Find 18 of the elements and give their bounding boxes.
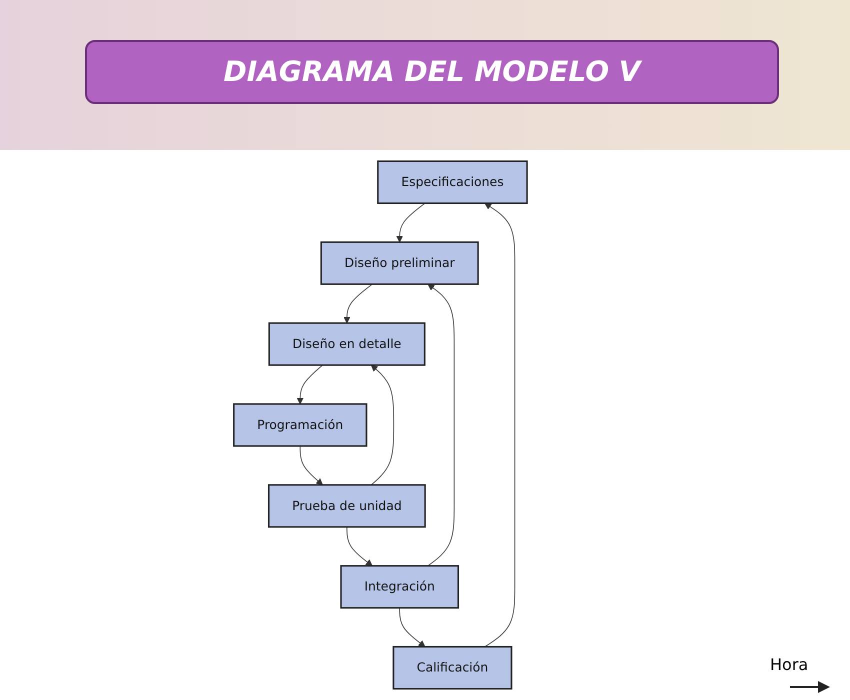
arrow [346, 526, 372, 566]
node-box: Diseño en detalle [268, 322, 425, 366]
axis-label: Hora [770, 655, 808, 674]
node-box: Especificaciones [376, 160, 528, 204]
node-box: Calificación [392, 646, 512, 690]
node-box: Diseño preliminar [320, 241, 478, 285]
arrow [398, 607, 425, 648]
arrow [427, 284, 454, 566]
title-banner: DIAGRAMA DEL MODELO V [85, 40, 779, 104]
arrow [296, 364, 323, 404]
arrow [484, 202, 515, 648]
node-box: Prueba de unidad [268, 484, 426, 528]
node-box: Programación [232, 403, 367, 447]
node-box: Integración [340, 565, 459, 609]
arrow [396, 202, 425, 242]
arrow [370, 364, 394, 486]
arrow [299, 446, 322, 486]
arrow [343, 284, 372, 324]
